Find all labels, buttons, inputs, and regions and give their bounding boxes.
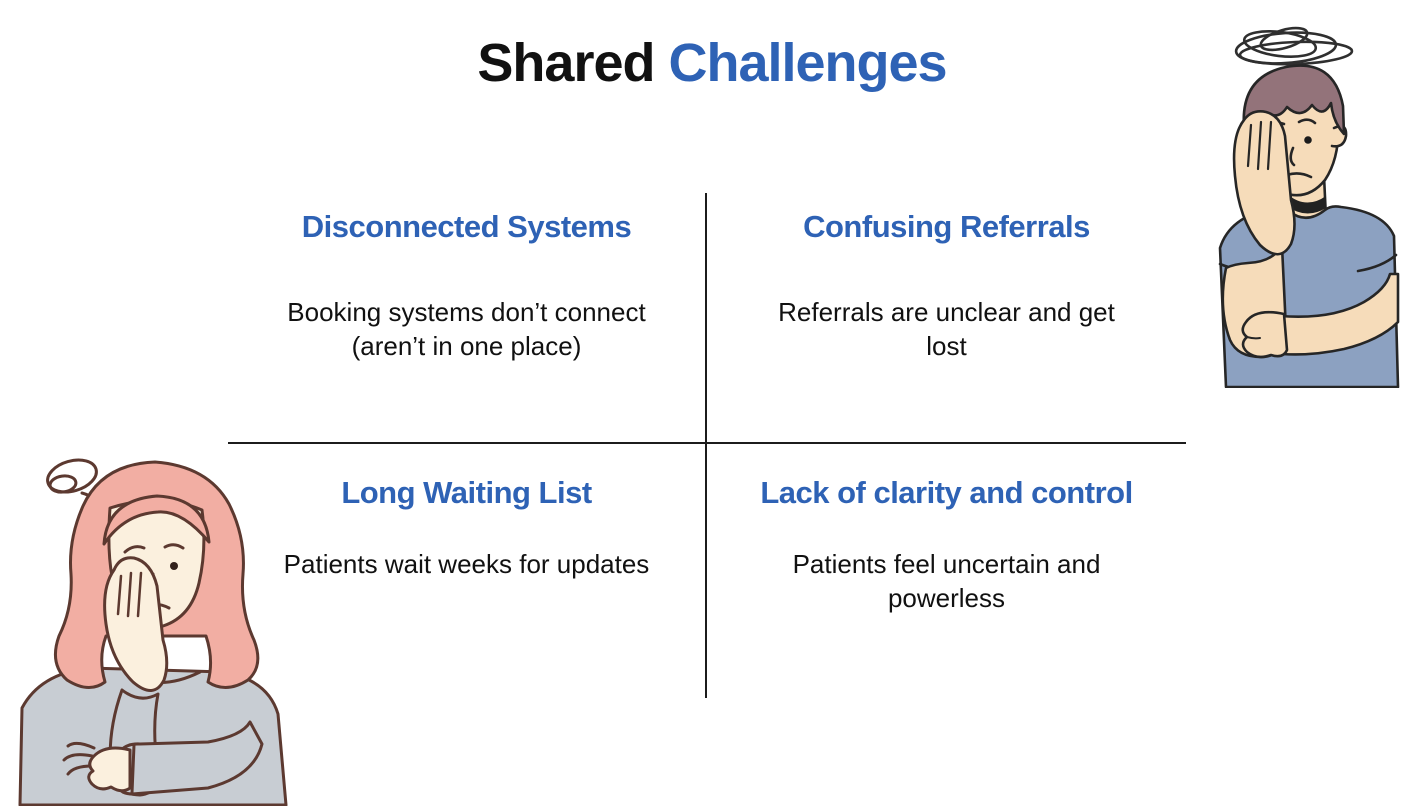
body-line: Patients wait weeks for updates bbox=[283, 549, 650, 579]
title-blue-part: Challenges bbox=[668, 33, 947, 93]
quadrant-body: Patients wait weeks for updates bbox=[284, 547, 650, 581]
confusion-scribble-icon bbox=[1234, 26, 1354, 66]
worried-man-illustration bbox=[1218, 26, 1400, 388]
body-line: powerless bbox=[887, 583, 1006, 613]
quadrant-heading: Disconnected Systems bbox=[301, 209, 632, 244]
quadrant-body: Booking systems don’t connect (aren’t in… bbox=[287, 295, 645, 363]
quadrant-disconnected-systems: Disconnected Systems Booking systems don… bbox=[228, 193, 707, 444]
challenges-quadrant-grid: Disconnected Systems Booking systems don… bbox=[228, 193, 1186, 698]
quadrant-body: Referrals are unclear and get lost bbox=[778, 295, 1115, 363]
quadrant-body: Patients feel uncertain and powerless bbox=[793, 547, 1101, 615]
quadrant-lack-of-clarity-and-control: Lack of clarity and control Patients fee… bbox=[707, 444, 1186, 698]
body-line: lost bbox=[926, 331, 967, 361]
quadrant-heading: Long Waiting List bbox=[341, 475, 592, 510]
body-line: Patients feel uncertain and bbox=[792, 549, 1101, 579]
body-line: (aren’t in one place) bbox=[351, 331, 582, 361]
title-black-part: Shared bbox=[477, 33, 669, 93]
quadrant-heading: Lack of clarity and control bbox=[760, 475, 1133, 510]
body-line: Booking systems don’t connect bbox=[287, 297, 646, 327]
quadrant-heading: Confusing Referrals bbox=[803, 209, 1090, 244]
woman-figure bbox=[18, 460, 288, 806]
worried-woman-illustration bbox=[18, 458, 288, 806]
body-line: Referrals are unclear and get bbox=[778, 297, 1115, 327]
page-title: Shared Challenges bbox=[0, 30, 1424, 96]
quadrant-long-waiting-list: Long Waiting List Patients wait weeks fo… bbox=[228, 444, 707, 698]
quadrant-confusing-referrals: Confusing Referrals Referrals are unclea… bbox=[707, 193, 1186, 444]
man-figure bbox=[1218, 64, 1400, 388]
